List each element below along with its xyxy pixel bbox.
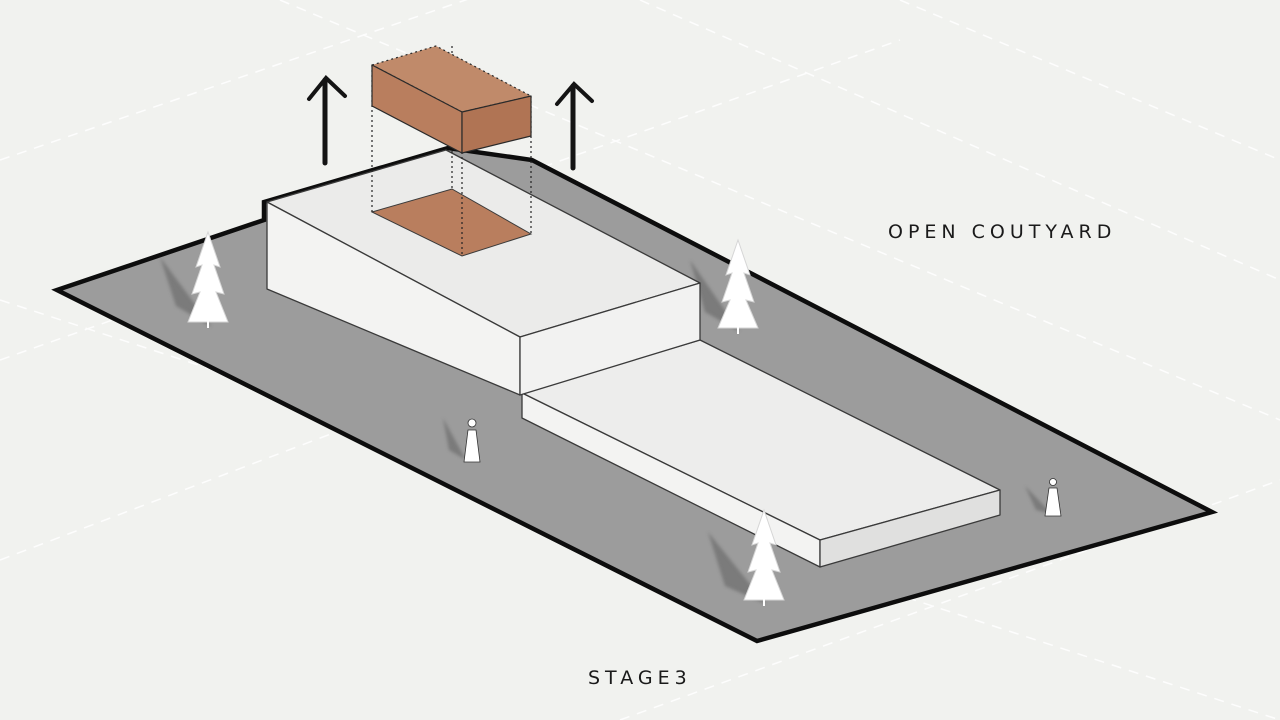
up-arrow-icon (307, 75, 347, 166)
stage-label: STAGE3 (588, 667, 692, 689)
up-arrow-icon (555, 81, 594, 171)
person-icon (463, 418, 481, 463)
tree-icon (743, 508, 785, 606)
tree-icon (717, 238, 759, 334)
courtyard-void-footprint (370, 188, 533, 257)
courtyard-label: OPEN COUTYARD (888, 221, 1117, 243)
person-icon (1044, 478, 1062, 517)
tall-block-end (519, 282, 701, 396)
tree-icon (187, 230, 229, 328)
lower-block-side (819, 489, 1001, 568)
lifted-void-box (371, 45, 532, 154)
